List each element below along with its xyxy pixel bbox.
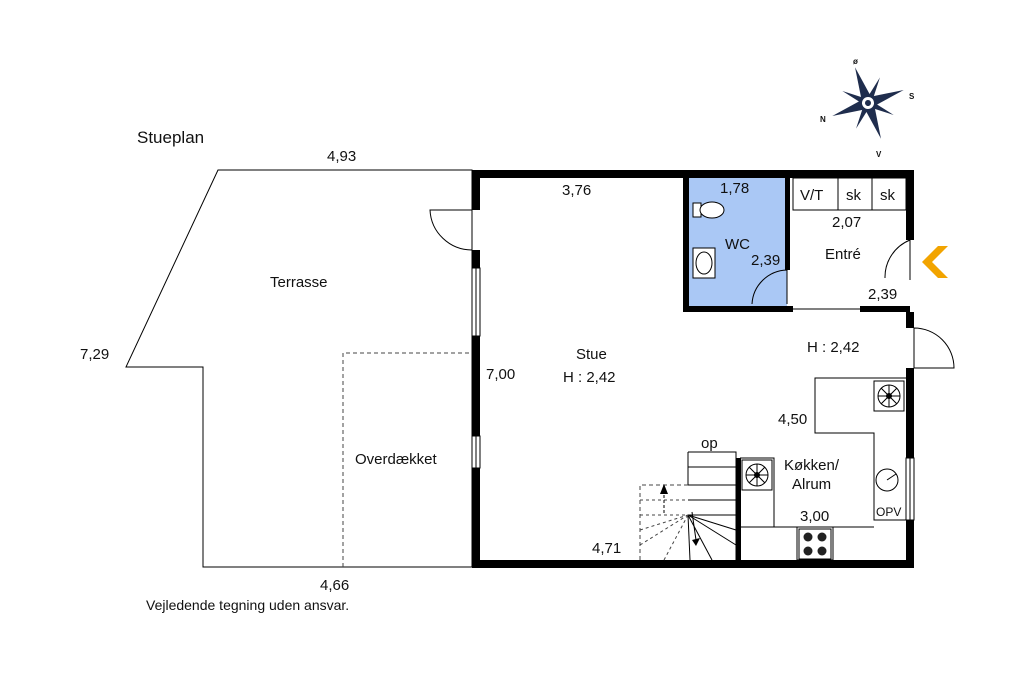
dim-stue-side: 7,00 (486, 366, 515, 383)
room-label-wc: WC (725, 236, 750, 253)
wall-right-lower (906, 368, 914, 458)
dim-kitchen-side: 4,50 (778, 411, 807, 428)
fixture-opv: OPV (876, 505, 901, 519)
fan-icon-upper (873, 380, 905, 412)
staircase (639, 451, 737, 561)
terrace-outline (125, 169, 473, 568)
compass-rose-icon (832, 67, 904, 139)
kitchen-counter-bottom (796, 526, 834, 561)
wall-right-upper (906, 170, 914, 240)
room-height-entre: H : 2,42 (807, 339, 860, 356)
compass-west-label: V (876, 150, 882, 159)
room-label-overdaekket: Overdækket (355, 451, 438, 468)
dim-entre-side: 2,39 (868, 286, 897, 303)
stair-label-op: op (701, 435, 718, 452)
compass-south-label: S (909, 92, 915, 101)
fixture-sk1: sk (846, 187, 862, 204)
kitchen-counter-upper (814, 377, 906, 521)
wall-left-mid1 (472, 250, 480, 268)
room-height-stue: H : 2,42 (563, 369, 616, 386)
wall-left-mid2 (472, 336, 480, 436)
wc-wall-left (683, 170, 689, 312)
wall-right-bottom (906, 520, 914, 568)
door-swing-terrace (429, 209, 473, 251)
compass-north-label: N (820, 115, 826, 124)
door-swing-entry (884, 239, 911, 280)
covered-area-outline (342, 352, 472, 567)
entre-wall-bottom (860, 306, 910, 312)
wall-left-lower (472, 468, 480, 568)
wall-top (472, 170, 914, 178)
dim-stue-top: 3,76 (562, 182, 591, 199)
dim-terrace-bottom: 4,66 (320, 577, 349, 594)
disclaimer-text: Vejledende tegning uden ansvar. (146, 597, 349, 613)
room-label-terrasse: Terrasse (270, 274, 328, 291)
entry-arrow-icon (922, 246, 948, 278)
door-swing-side (913, 327, 955, 369)
wall-right-mid (906, 312, 914, 328)
compass-east-label: ø (853, 57, 858, 66)
room-label-stue: Stue (576, 346, 607, 363)
stair-wall (736, 458, 741, 564)
fixture-vt: V/T (800, 187, 823, 204)
dim-terrace-left: 7,29 (80, 346, 109, 363)
wc-wall-bottom (683, 306, 793, 312)
room-label-koekken-1: Køkken/ (784, 457, 840, 474)
plan-title: Stueplan (137, 128, 204, 147)
dim-kitchen-bottom: 3,00 (800, 508, 829, 525)
kitchen-sink-icon (875, 468, 899, 492)
fixture-sk2: sk (880, 187, 896, 204)
wc-room (687, 177, 787, 306)
dim-terrace-top: 4,93 (327, 148, 356, 165)
wall-left-upper (472, 170, 480, 210)
wardrobe-sk2 (871, 177, 907, 211)
dim-stue-bottom: 4,71 (592, 540, 621, 557)
room-label-entre: Entré (825, 246, 861, 263)
dim-wc-side: 2,39 (751, 252, 780, 269)
fan-icon-island (741, 459, 773, 491)
wc-wall-right-upper (785, 170, 790, 270)
room-label-koekken-2: Alrum (792, 476, 831, 493)
dim-wc-top: 1,78 (720, 180, 749, 197)
dim-entre-top: 2,07 (832, 214, 861, 231)
toilet-bowl (699, 201, 725, 219)
wall-bottom (472, 560, 914, 568)
stove-icon (798, 528, 832, 560)
door-swing-wc (751, 269, 788, 305)
